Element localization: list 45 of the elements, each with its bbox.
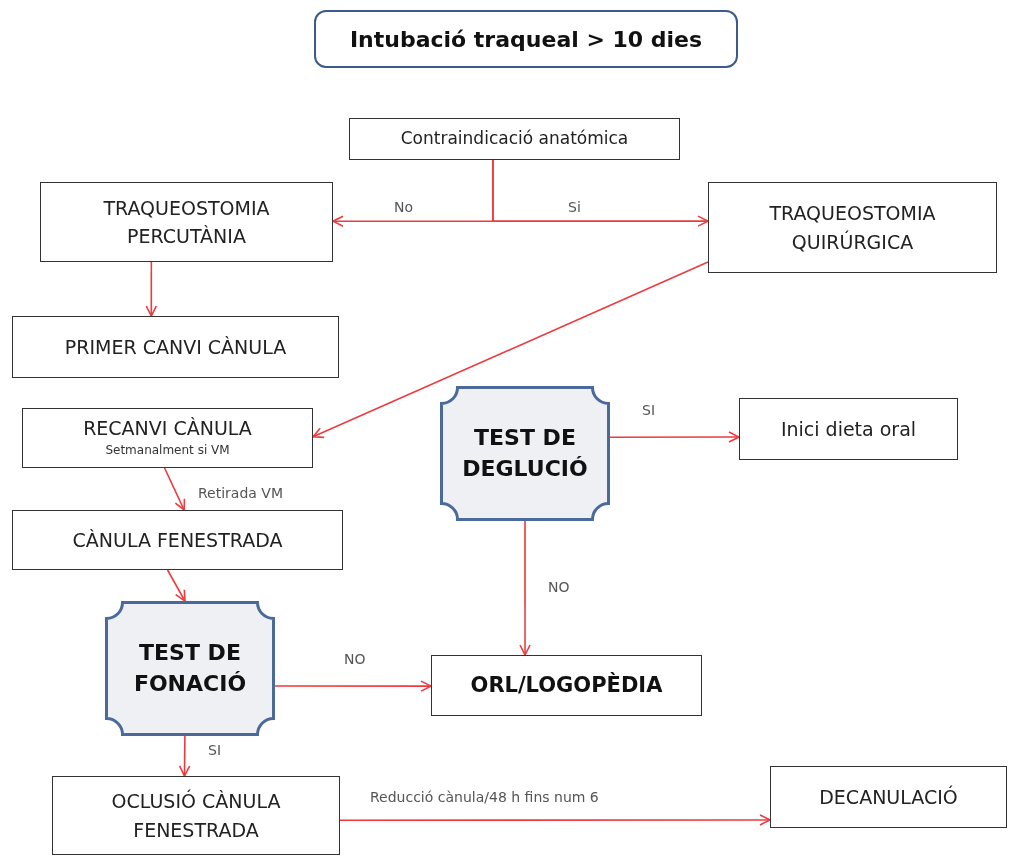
process-box bbox=[431, 655, 702, 716]
box-label: RECANVI CÀNULA bbox=[82, 417, 253, 441]
decision-box bbox=[440, 386, 610, 521]
process-box bbox=[40, 182, 333, 262]
arrow bbox=[166, 569, 186, 602]
box-label: Inici dieta oral bbox=[779, 416, 918, 442]
edge-label: No bbox=[392, 200, 416, 214]
box-label: PRIMER CANVI CÀNULA bbox=[63, 334, 288, 360]
arrow bbox=[519, 520, 531, 656]
arrow bbox=[312, 261, 709, 439]
box-label: TEST DE DEGLUCIÓ bbox=[461, 424, 589, 483]
box-label: CÀNULA FENESTRADA bbox=[71, 527, 284, 553]
process-box bbox=[12, 510, 343, 570]
box-label: DECANULACIÓ bbox=[818, 784, 959, 810]
process-box bbox=[12, 316, 339, 378]
process-box bbox=[22, 408, 313, 468]
edge-label: NO bbox=[546, 580, 572, 594]
arrow bbox=[492, 159, 709, 227]
arrow bbox=[145, 261, 158, 317]
edge-label: Retirada VM bbox=[196, 486, 285, 500]
process-box bbox=[52, 776, 340, 855]
box-note: Setmanalment si VM bbox=[104, 441, 231, 459]
edge-label: Si bbox=[566, 200, 583, 214]
box-label: TRAQUEOSTOMIA QUIRÚRGICA bbox=[768, 201, 937, 255]
process-box bbox=[770, 766, 1007, 828]
process-box bbox=[739, 398, 958, 460]
box-label: Intubació traqueal > 10 dies bbox=[348, 25, 704, 54]
edge-label: NO bbox=[342, 652, 368, 666]
box-label: Contraindicació anatómica bbox=[399, 127, 630, 151]
box-label: TEST DE FONACIÓ bbox=[132, 639, 248, 698]
arrow bbox=[609, 431, 740, 443]
box-label: ORL/LOGOPÈDIA bbox=[469, 671, 664, 699]
title-box bbox=[314, 10, 738, 68]
edge-label: Reducció cànula/48 h fins num 6 bbox=[368, 790, 601, 804]
arrow bbox=[339, 814, 771, 826]
arrow bbox=[178, 735, 191, 777]
decision-box bbox=[105, 601, 275, 736]
process-box bbox=[349, 118, 680, 160]
process-box bbox=[708, 182, 997, 273]
edge-label: SI bbox=[640, 403, 657, 417]
arrow bbox=[163, 467, 186, 511]
arrow bbox=[274, 680, 432, 692]
box-label: TRAQUEOSTOMIA PERCUTÀNIA bbox=[102, 195, 271, 249]
box-label: OCLUSIÓ CÀNULA FENESTRADA bbox=[110, 788, 282, 843]
edge-label: SI bbox=[206, 743, 223, 757]
